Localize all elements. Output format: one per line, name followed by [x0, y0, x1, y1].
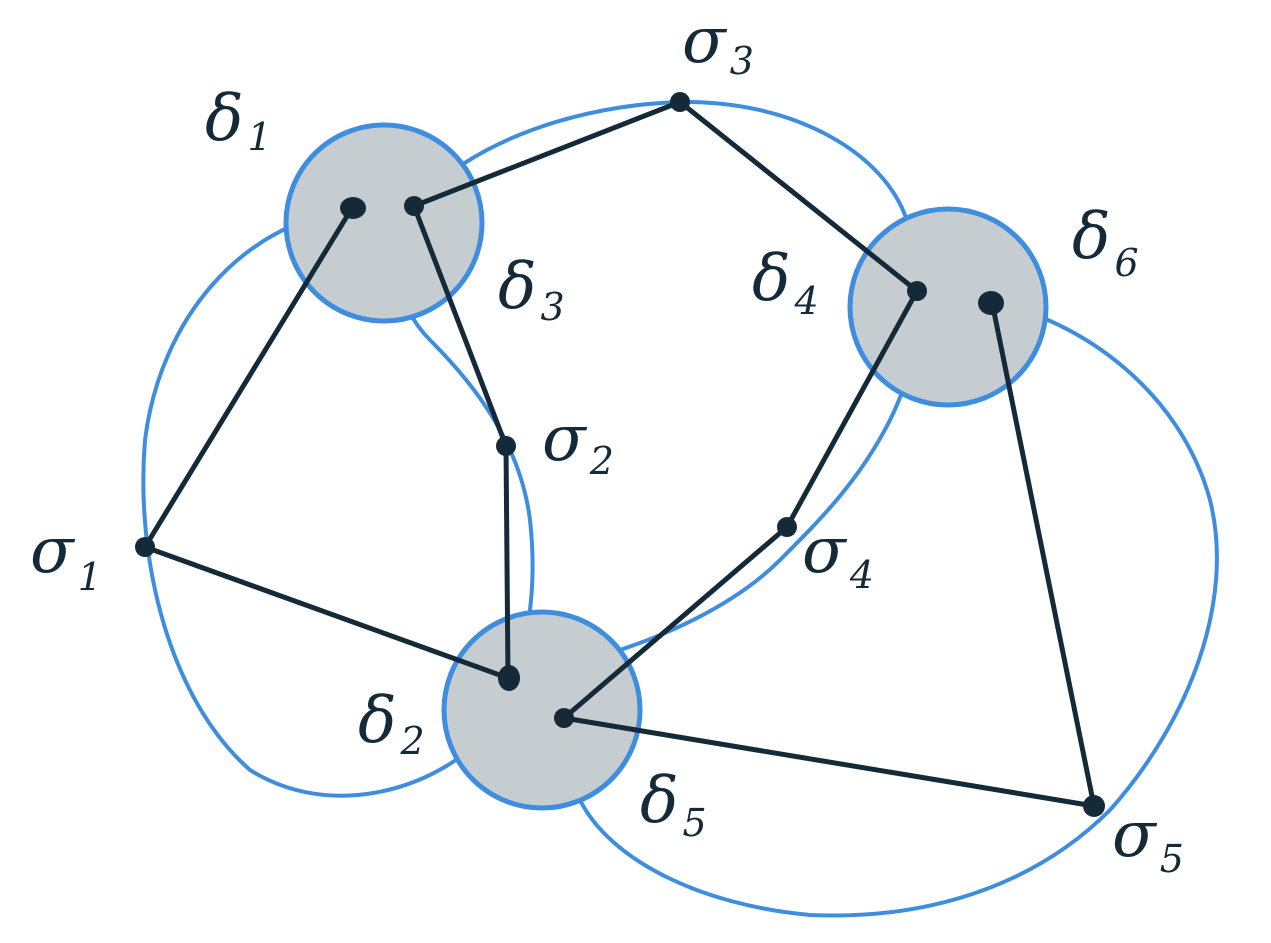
- node-delta5: [554, 708, 574, 728]
- disk-delta2-delta5: [441, 609, 643, 811]
- edge-delta3-sigma2: [411, 203, 509, 449]
- nodes: [135, 92, 1105, 817]
- edge-sigma3-delta4: [677, 99, 920, 294]
- node-sigma1: [135, 537, 155, 557]
- disk-delta4-delta6: [847, 206, 1049, 408]
- left-loop-curve: [141, 206, 535, 798]
- disks: [283, 122, 1049, 811]
- node-sigma5: [1083, 795, 1105, 817]
- node-sigma4: [777, 517, 797, 537]
- node-sigma3: [670, 92, 690, 112]
- edge-delta5-sigma5: [561, 715, 1097, 809]
- node-sigma2: [496, 436, 516, 456]
- node-delta4: [907, 281, 927, 301]
- edge-delta6-sigma5: [989, 299, 1097, 809]
- edge-sigma4-delta5: [561, 524, 790, 721]
- edge-sigma1-delta2: [142, 544, 511, 681]
- edge-sigma2-delta2: [503, 443, 511, 681]
- node-delta2: [498, 665, 520, 691]
- node-delta6: [978, 291, 1004, 315]
- node-delta3: [404, 196, 424, 216]
- edge-delta4-sigma4: [784, 288, 920, 530]
- edges: [142, 99, 1097, 809]
- edge-delta3-sigma3: [411, 99, 683, 209]
- right-loop-curve: [559, 300, 1219, 918]
- edge-sigma1-delta1: [142, 205, 355, 550]
- node-delta1: [340, 197, 366, 219]
- disk-delta1: [283, 122, 485, 324]
